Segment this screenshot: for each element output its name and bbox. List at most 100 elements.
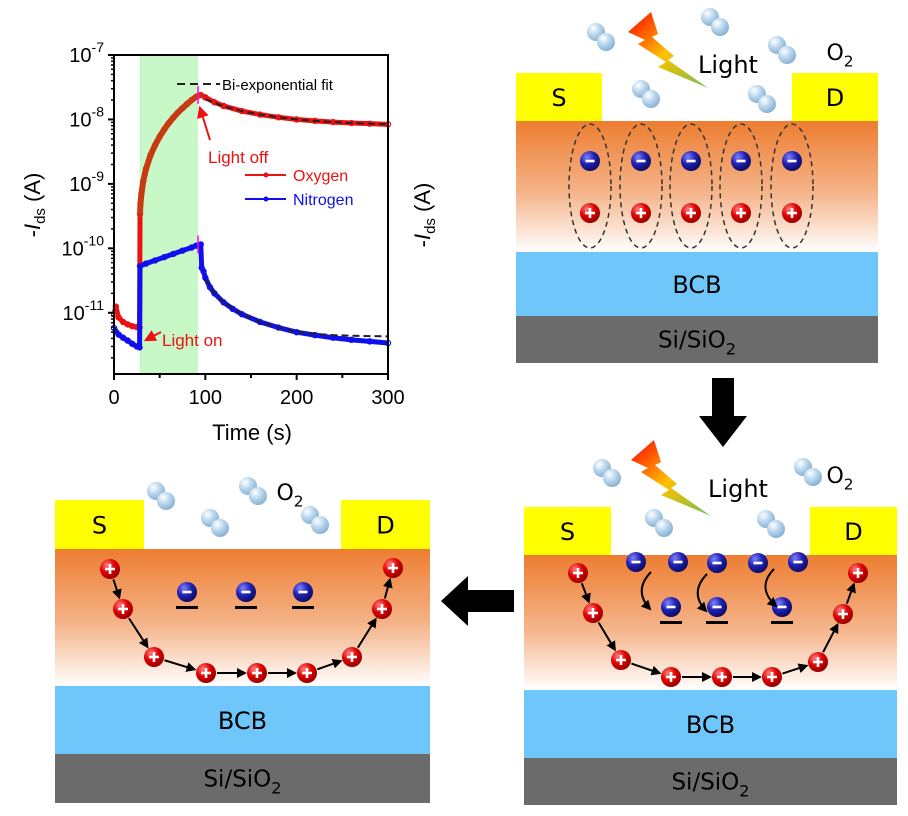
- x-tick-label: 200: [280, 387, 313, 409]
- nitrogen-point: [256, 318, 264, 326]
- plus-sign: [302, 668, 312, 678]
- light-label: Light: [698, 51, 758, 79]
- plus-sign: [347, 652, 357, 662]
- hole-icon: [383, 558, 403, 578]
- y-axis-title: -Ids (A): [20, 173, 49, 238]
- electron-icon: [626, 552, 646, 572]
- electron-icon: [235, 582, 257, 609]
- hole-transport-arrow: [164, 659, 197, 672]
- plus-sign: [717, 672, 727, 682]
- oxygen-point: [156, 133, 163, 140]
- semiconductor-layer: [516, 121, 878, 252]
- oxygen-light-on-segment: [137, 92, 202, 215]
- x-axis-title: Time (s): [212, 420, 292, 445]
- x-tick-label: 300: [371, 387, 404, 409]
- oxygen-point: [136, 210, 144, 218]
- o2-label: O2: [826, 464, 853, 494]
- o2-molecule-icon: [645, 509, 673, 537]
- source-electrode: [524, 507, 611, 555]
- hole-transport-arrow: [317, 658, 343, 671]
- o2-molecule-icon: [794, 458, 822, 486]
- plus-sign: [573, 568, 583, 578]
- legend: Oxygen Nitrogen Bi-exponential fit: [177, 77, 353, 209]
- nitrogen-point: [129, 340, 136, 348]
- o2-label: O2: [276, 481, 303, 511]
- nitrogen-point: [179, 247, 186, 254]
- trap-level-bar: [176, 606, 198, 609]
- nitrogen-point: [220, 299, 227, 306]
- hole-icon: [808, 652, 828, 672]
- trap-level-bar: [706, 621, 728, 624]
- oxygen-atom: [597, 33, 615, 51]
- source-label: S: [560, 518, 575, 546]
- bcb-label: BCB: [686, 711, 735, 739]
- source-electrode: [516, 73, 602, 121]
- plus-sign: [736, 208, 746, 218]
- plus-sign: [787, 208, 797, 218]
- x-tick-label: 0: [108, 387, 119, 409]
- substrate-layer: [55, 754, 430, 803]
- nitrogen-point: [115, 331, 122, 338]
- substrate-layer: [524, 758, 897, 805]
- oxygen-atom: [711, 18, 729, 36]
- source-label: S: [92, 512, 107, 540]
- oxygen-atom: [211, 519, 229, 537]
- plus-sign: [853, 568, 863, 578]
- nitrogen-point: [161, 253, 168, 261]
- o2-molecule-icon: [748, 85, 776, 113]
- electron-icon: [292, 582, 314, 609]
- bcb-label: BCB: [218, 707, 267, 735]
- hole-icon: [712, 667, 732, 687]
- legend-oxygen-marker: [263, 172, 269, 178]
- oxygen-point: [179, 104, 186, 112]
- light-on-label: Light on: [162, 331, 223, 350]
- nitrogen-point: [206, 283, 214, 291]
- exciton-ellipse: [770, 123, 814, 249]
- plus-sign: [838, 609, 848, 619]
- electron-icon: [707, 553, 727, 573]
- x-tick-label: 100: [189, 387, 222, 409]
- trapping-arrow: [640, 571, 652, 611]
- oxygen-point: [115, 314, 122, 321]
- o2-molecule-icon: [632, 80, 660, 108]
- oxygen-point: [161, 126, 168, 133]
- nitrogen-point: [170, 250, 177, 258]
- lightning-icon: [628, 12, 708, 88]
- oxygen-point: [151, 141, 159, 149]
- oxygen-point: [138, 190, 145, 198]
- hole-icon: [611, 650, 631, 670]
- hole-icon: [297, 663, 317, 683]
- y-tick-label: 10-10: [62, 232, 105, 260]
- hole-icon: [100, 559, 120, 579]
- hole-icon: [113, 599, 133, 619]
- o2-molecule-icon: [147, 482, 175, 510]
- nitrogen-point: [198, 264, 205, 271]
- hole-icon: [568, 563, 588, 583]
- substrate-label: Si/SiO2: [671, 770, 749, 801]
- oxygen-atom: [758, 95, 776, 113]
- nitrogen-point: [124, 337, 131, 344]
- oxygen-atom: [157, 492, 175, 510]
- light-on-band: [139, 55, 199, 374]
- oxygen-atom: [249, 487, 267, 505]
- nitrogen-point: [229, 305, 236, 313]
- exciton-ellipse: [568, 123, 612, 249]
- electron-icon: [731, 151, 751, 171]
- bcb-label: BCB: [672, 271, 721, 299]
- drain-electrode: [341, 500, 430, 549]
- trap-level-bar: [771, 621, 793, 624]
- hole-transport-arrow: [382, 577, 393, 599]
- drain-label: D: [376, 512, 394, 540]
- substrate-layer: [516, 316, 878, 363]
- oxygen-atom: [767, 520, 785, 538]
- plus-sign: [666, 672, 676, 682]
- oxygen-point: [211, 99, 218, 106]
- plus-sign: [767, 672, 777, 682]
- hole-icon: [762, 667, 782, 687]
- hole-icon: [731, 203, 751, 223]
- trap-level-bar: [235, 606, 257, 609]
- nitrogen-point: [142, 260, 150, 267]
- o2-molecule-icon: [768, 36, 796, 64]
